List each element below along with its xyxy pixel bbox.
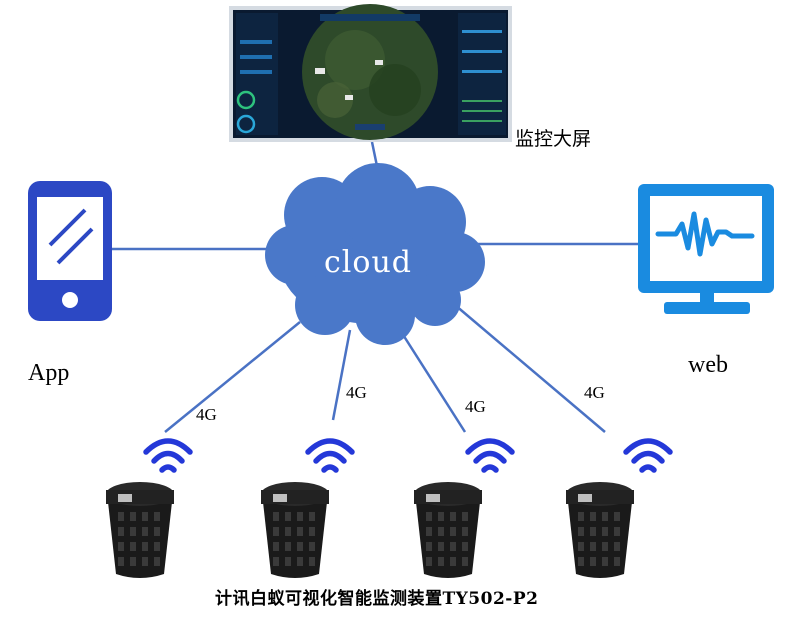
link-label-4g-1: 4G <box>196 405 217 424</box>
termite-monitor-device-2 <box>261 482 329 578</box>
screen-label: 监控大屏 <box>515 128 592 150</box>
smartphone-icon <box>28 181 112 321</box>
wifi-icon-3 <box>465 438 515 473</box>
cloud-icon <box>265 163 485 345</box>
app-label: App <box>28 360 70 386</box>
wifi-icon-1 <box>143 438 193 473</box>
link-cloud-device-3 <box>398 329 467 433</box>
web-label: web <box>688 352 728 378</box>
link-label-4g-4: 4G <box>584 383 605 402</box>
link-cloud-device-4 <box>454 304 606 433</box>
termite-monitor-devices <box>106 482 634 578</box>
link-cloud-device-2 <box>331 329 352 421</box>
cloud-label: cloud <box>324 245 412 280</box>
wifi-icon-2 <box>305 438 355 473</box>
link-label-4g-2: 4G <box>346 383 367 402</box>
termite-monitor-device-3 <box>414 482 482 578</box>
link-label-4g-3: 4G <box>465 397 486 416</box>
wifi-icons <box>143 438 673 473</box>
monitoring-dashboard-screen <box>229 4 512 142</box>
monitor-waveform-icon <box>638 184 774 314</box>
link-cloud-device-1 <box>164 321 301 433</box>
wifi-icon-4 <box>623 438 673 473</box>
termite-monitor-device-4 <box>566 482 634 578</box>
termite-monitor-device-1 <box>106 482 174 578</box>
connection-lines <box>112 141 638 433</box>
device-caption: 计讯白蚁可视化智能监测装置TY502-P2 <box>215 589 539 609</box>
